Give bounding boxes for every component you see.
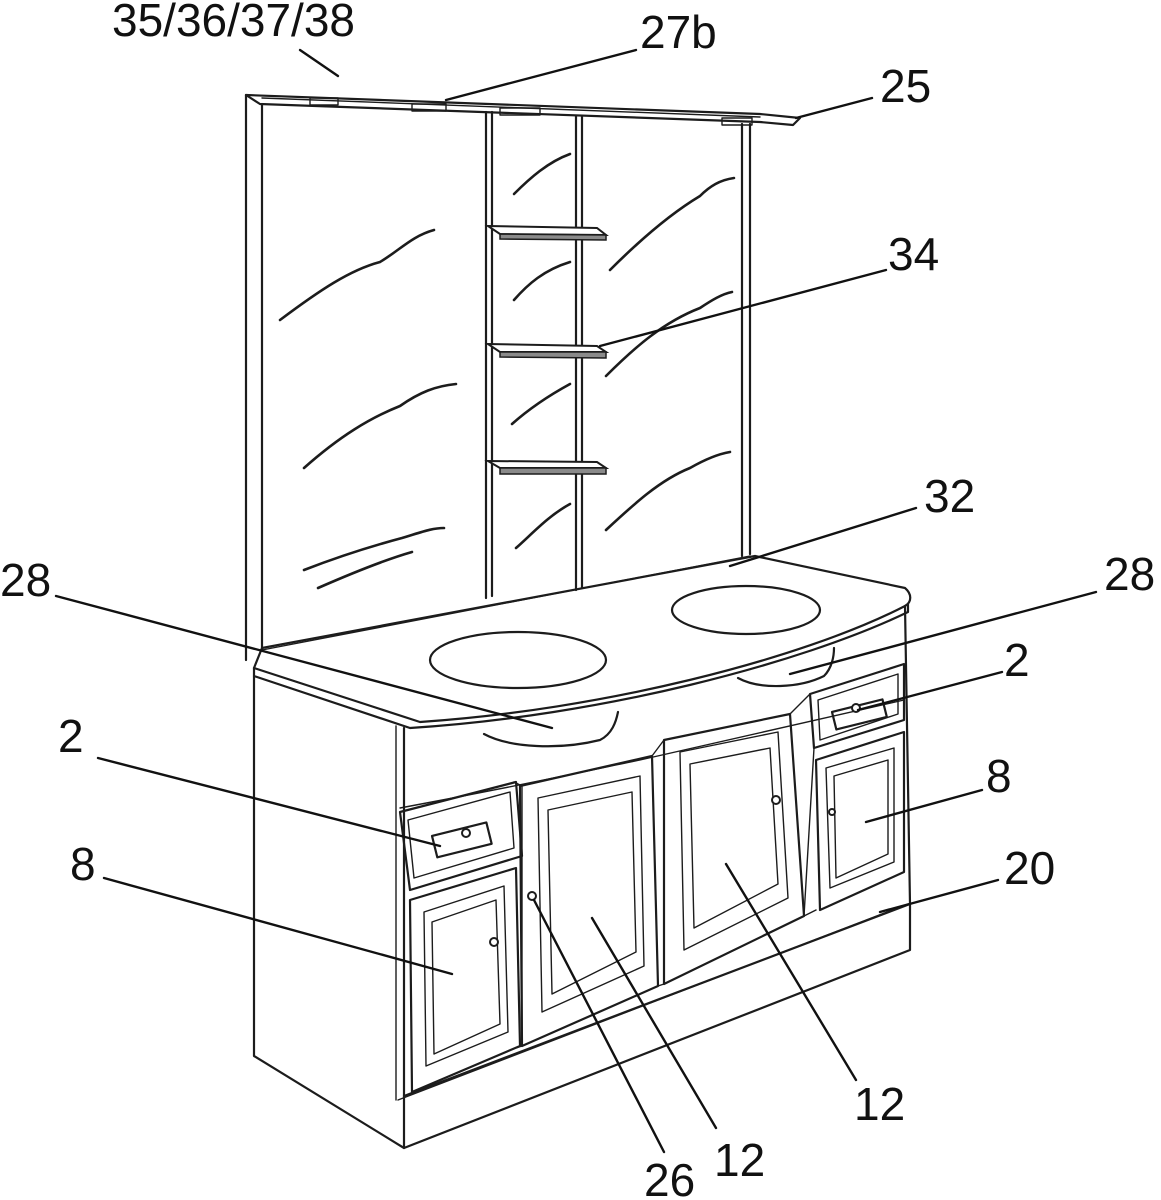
basin-left [428, 630, 608, 690]
center-left-door [518, 754, 660, 1048]
right-small-door [814, 730, 906, 912]
glass-shelf-bottom [484, 459, 610, 469]
label-12-center: 12 [854, 1078, 905, 1130]
leader-2-left [96, 756, 442, 848]
cabinet-right-side [903, 604, 912, 906]
basin-right-bowl-underside [736, 646, 836, 688]
leader-34 [598, 268, 888, 348]
countertop-front-edge [252, 602, 910, 730]
label-28-left: 28 [0, 554, 51, 606]
cabinet-left-side [252, 674, 406, 1150]
top-shelf-light [244, 93, 802, 127]
basin-right [670, 584, 822, 636]
basin-left-bowl-underside [482, 710, 620, 748]
glass-shelves [484, 224, 610, 475]
left-small-door-knob [489, 937, 499, 947]
label-28-right: 28 [1104, 548, 1155, 600]
spotlight-left [309, 97, 339, 106]
left-drawer [430, 821, 493, 859]
leader-27b [444, 48, 638, 102]
label-34: 34 [888, 228, 939, 280]
label-8-left: 8 [70, 838, 96, 890]
label-2-right: 2 [1004, 634, 1030, 686]
mirror-cabinet [244, 93, 802, 662]
label-32: 32 [924, 470, 975, 522]
right-small-door-knob [828, 808, 836, 816]
leader-28-right [788, 590, 1098, 676]
center-right-door-knob [771, 795, 781, 805]
glass-shelf-middle [484, 342, 610, 353]
leader-28-left [54, 594, 554, 730]
spotlight-right [721, 117, 753, 126]
leader-2-right [856, 670, 1004, 712]
leader-32 [728, 506, 918, 568]
vanity-cabinet [252, 604, 912, 1150]
mirror-reflection-strokes [278, 152, 736, 590]
label-20: 20 [1004, 842, 1055, 894]
leader-8-left [102, 876, 454, 976]
leader-12-bottom [590, 916, 718, 1130]
spotlight-middle-2 [499, 107, 541, 116]
label-27b: 27b [640, 6, 717, 58]
center-left-door-knob [527, 891, 537, 901]
left-drawer-panel [398, 780, 524, 892]
left-drawer-knob [461, 828, 471, 838]
label-2-left: 2 [58, 710, 84, 762]
label-25: 25 [880, 60, 931, 112]
leader-8-right [864, 788, 984, 824]
mirror-right-edge [740, 122, 752, 558]
label-35-38: 35/36/37/38 [112, 0, 355, 46]
leader-20 [878, 878, 1000, 914]
leader-25 [794, 96, 874, 120]
mirror-left-frame [244, 93, 264, 662]
label-26: 26 [644, 1154, 695, 1200]
leader-26 [532, 898, 666, 1154]
cabinet-front-frame [395, 725, 909, 1101]
label-12-bottom: 12 [714, 1134, 765, 1186]
label-8-right: 8 [986, 750, 1012, 802]
leader-35-38 [298, 48, 340, 78]
mirror-left-inner-edge [484, 110, 494, 600]
spotlight-middle [411, 103, 447, 112]
leader-lines [54, 48, 1098, 1154]
leader-12-center [724, 862, 858, 1082]
